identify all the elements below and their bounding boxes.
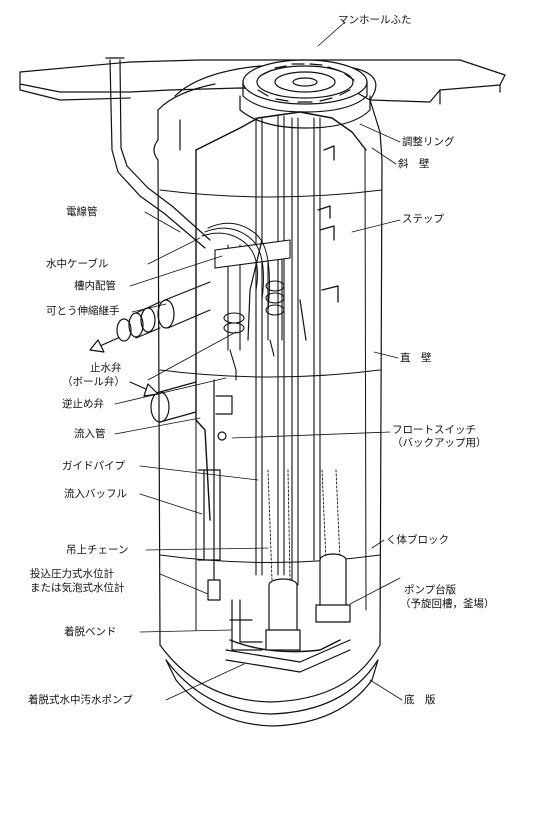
label-adjust-ring: 調整リング	[402, 136, 455, 148]
conduit-pipe	[105, 57, 211, 249]
label-tank-piping: 槽内配管	[74, 280, 116, 292]
label-stop-valve-2: （ボール弁）	[62, 376, 125, 388]
detach-bend	[225, 599, 351, 673]
label-slope-wall: 斜 壁	[398, 158, 430, 170]
label-pump-base-1: ポンプ台版	[404, 584, 457, 596]
label-check-valve: 逆止め弁	[62, 398, 104, 410]
label-submersible-cable: 水中ケーブル	[46, 258, 109, 270]
float-switch	[247, 239, 307, 341]
discharge-riser	[214, 239, 291, 381]
label-bottom-slab: 底 版	[404, 694, 436, 706]
flexible-joint	[89, 281, 211, 353]
manhole-body	[153, 65, 383, 727]
guide-pipes	[255, 115, 321, 586]
label-flexible-joint: 可とう伸縮継手	[46, 305, 120, 317]
label-straight-wall: 直 壁	[400, 352, 432, 364]
label-lifting-chain: 吊上チェーン	[66, 544, 129, 556]
label-detach-bend: 着脱ベンド	[64, 626, 117, 638]
manhole-cover-shape	[239, 59, 371, 129]
label-conduit: 電線管	[66, 206, 98, 218]
lifting-chains	[267, 469, 341, 581]
submersible-cables	[201, 222, 270, 311]
inflow-pipe	[129, 381, 197, 423]
label-sewage-pump: 着脱式水中汚水ポンプ	[28, 694, 133, 706]
label-float-switch-1: フロートスイッチ	[392, 424, 476, 436]
label-manhole-cover: マンホールふた	[338, 14, 412, 26]
pumps	[265, 553, 351, 651]
steps	[317, 145, 339, 303]
label-level-meter-2: または気泡式水位計	[30, 582, 125, 594]
label-inflow-baffle: 流入バッフル	[64, 488, 127, 500]
label-body-block: く体ブロック	[386, 534, 449, 546]
label-guide-pipe: ガイドパイプ	[62, 460, 125, 472]
leader-lines	[114, 21, 403, 701]
label-pump-base-2: （予旋回槽，釜場）	[400, 598, 495, 610]
label-step: ステップ	[402, 213, 444, 225]
label-stop-valve-1: 止水弁	[90, 362, 122, 374]
label-float-switch-2: （バックアップ用）	[392, 437, 487, 449]
label-inflow-pipe: 流入管	[74, 428, 106, 440]
label-level-meter-1: 投込圧力式水位計	[30, 568, 114, 580]
inflow-baffle	[197, 469, 221, 561]
level-meter	[207, 379, 233, 601]
